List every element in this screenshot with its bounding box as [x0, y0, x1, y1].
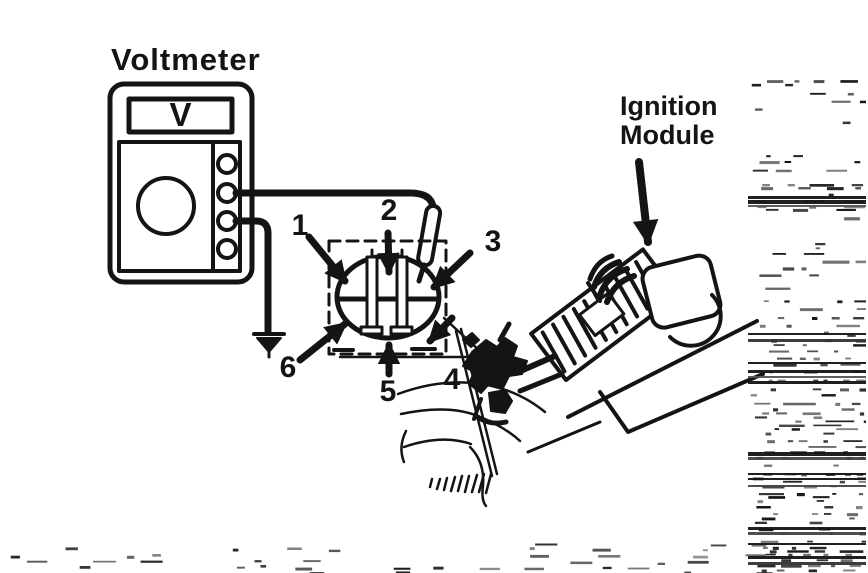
connector-pin-slots — [359, 248, 414, 336]
jack-4 — [216, 238, 238, 260]
voltmeter-body — [107, 81, 255, 285]
pin-label-4: 4 — [443, 363, 461, 396]
engine-contours — [396, 381, 547, 508]
pin-label-6: 6 — [279, 351, 297, 384]
voltmeter-face — [117, 140, 242, 273]
ignition-module-drawing — [396, 247, 765, 508]
pin-slot-right — [395, 255, 409, 329]
hatch-marks — [428, 472, 493, 495]
ground-symbol — [252, 332, 286, 359]
voltmeter-display-letter: V — [169, 95, 192, 133]
scan-noise-bottom-band — [10, 543, 773, 573]
scan-noise-right-band — [748, 80, 866, 573]
ignition-module-arrow — [632, 158, 659, 246]
test-lead-probe-wire — [232, 189, 437, 211]
pin-label-1: 1 — [291, 209, 309, 242]
ignition-module-label-line2: Module — [620, 120, 715, 150]
pin-foot-right — [389, 325, 414, 336]
test-lead-ground-wire — [232, 217, 272, 335]
voltmeter-jacks — [216, 153, 238, 260]
module-label-patch — [577, 291, 626, 338]
pin-label-2: 2 — [380, 194, 398, 227]
module-cap-lobe — [668, 293, 723, 348]
callout-arrows — [296, 229, 474, 378]
test-probe — [416, 203, 443, 268]
jack-1 — [216, 153, 238, 175]
arrow-to-pin-1 — [305, 233, 349, 285]
ignition-module-label-line1: Ignition — [620, 91, 718, 121]
pin-slot-left — [365, 255, 379, 329]
voltmeter-label: Voltmeter — [111, 42, 261, 77]
module-boot-rings — [586, 253, 637, 305]
pin-foot-left — [359, 325, 384, 336]
voltmeter-dial — [136, 176, 196, 236]
voltmeter-drawing — [107, 81, 255, 285]
connector-base-ticks — [332, 347, 437, 352]
arrow-to-pin-2 — [377, 229, 400, 276]
pin-label-5: 5 — [379, 375, 397, 408]
voltmeter-display-window — [126, 96, 235, 135]
dipstick-rod — [454, 327, 499, 478]
module-end-cap — [640, 253, 723, 330]
pin-label-3: 3 — [484, 225, 502, 258]
mounting-plate-lines — [526, 319, 765, 454]
arrow-to-pin-6 — [296, 320, 349, 364]
arrow-to-pin-3 — [430, 249, 474, 291]
